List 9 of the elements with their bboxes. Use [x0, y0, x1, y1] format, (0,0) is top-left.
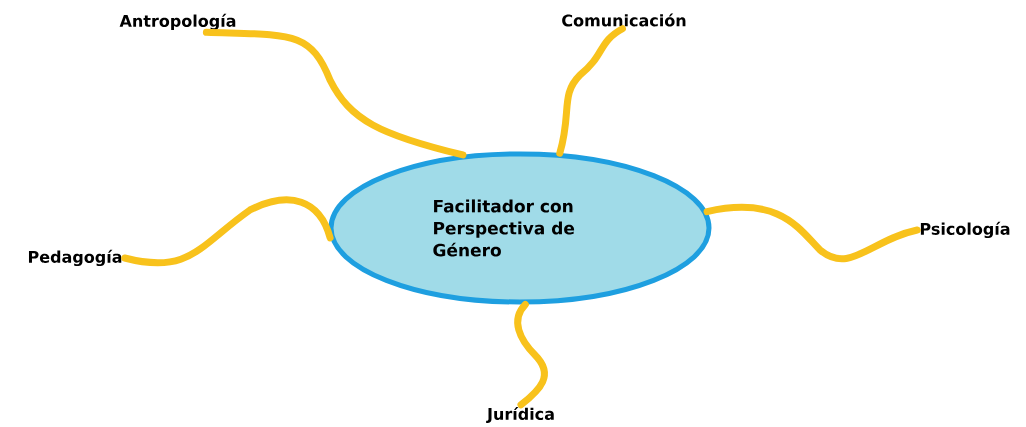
wavy-line: [202, 28, 467, 159]
topic-label: Pedagogía: [29, 249, 122, 267]
topic-label: Psicología: [920, 221, 1010, 239]
topic-label: Jurídica: [486, 407, 554, 423]
topic-label: Comunicación: [562, 13, 686, 27]
wavy-line: [703, 203, 921, 263]
topic-label: Antropología: [119, 13, 236, 31]
wavy-line: [556, 25, 626, 157]
wavy-line: [121, 196, 334, 267]
